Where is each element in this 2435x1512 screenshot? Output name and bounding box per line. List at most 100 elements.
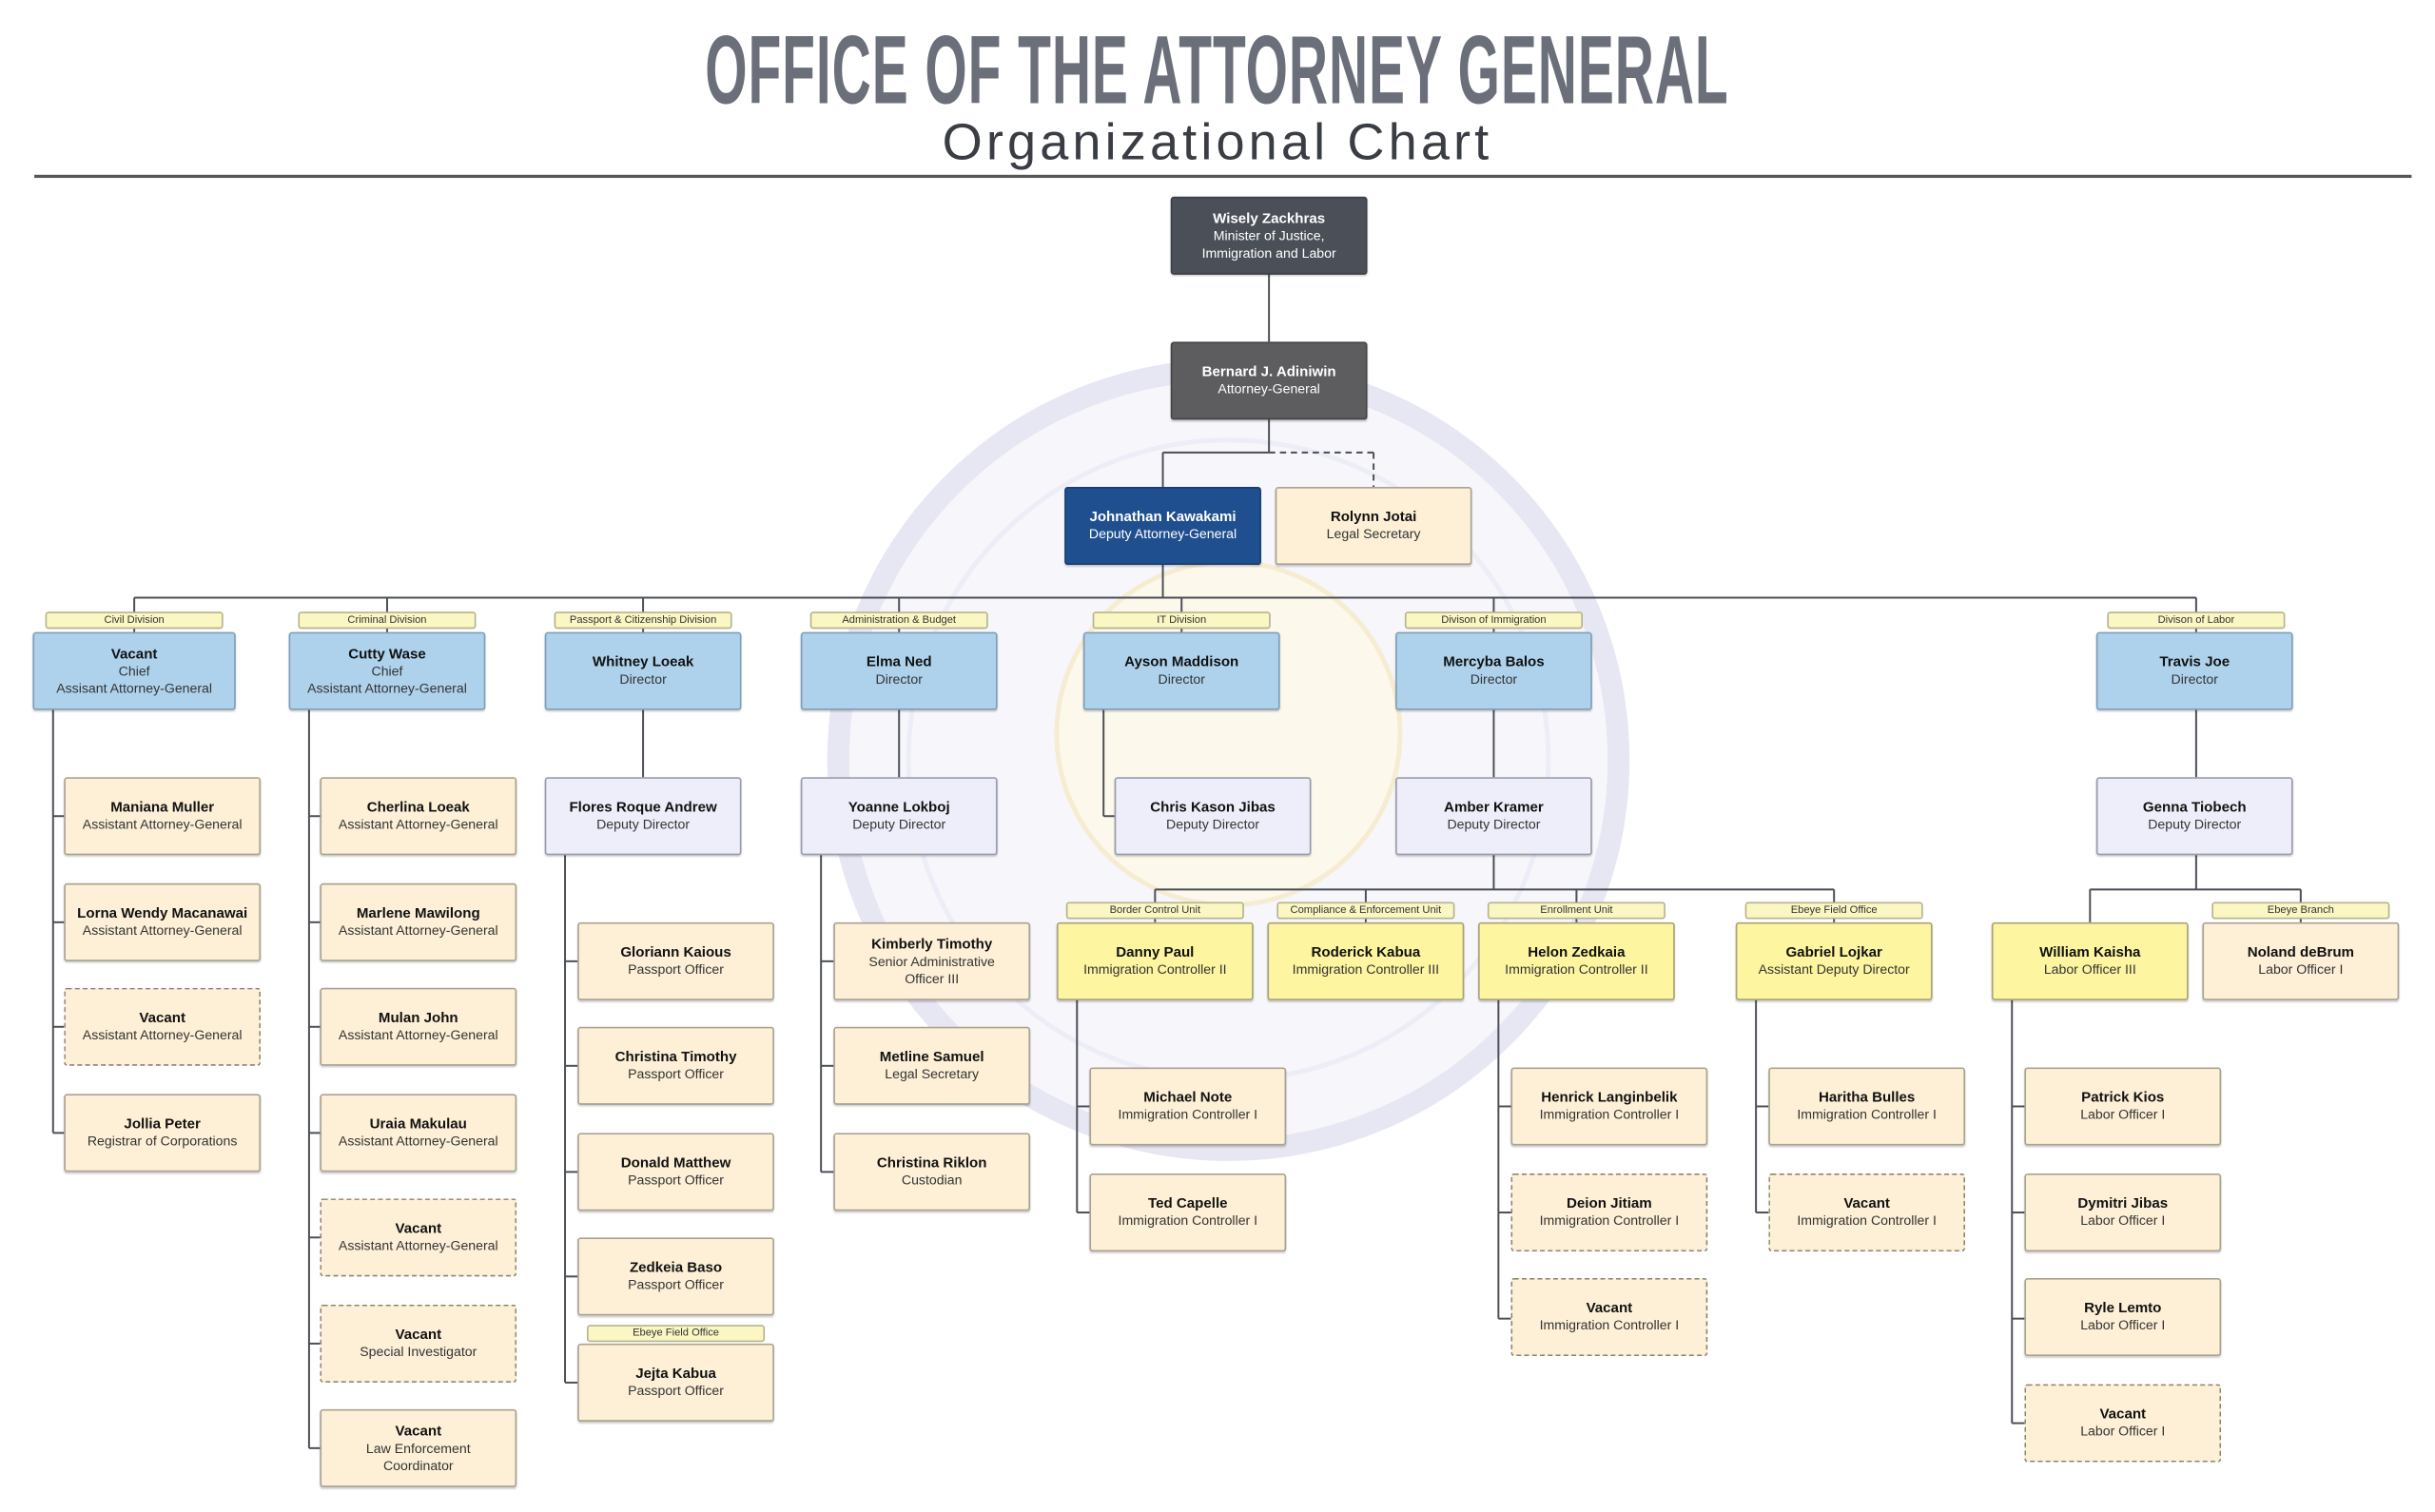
node-name: Helon Zedkaia [1528,944,1626,960]
unit-label-criminal: Criminal Division [298,611,477,630]
node-title: Assistant Attorney-General [338,816,498,833]
node-name: Wisely Zackhras [1213,210,1326,226]
node-title: Passport Officer [628,961,724,978]
node-title: Director [1470,671,1518,688]
node-title: Immigration Controller I [1118,1106,1258,1123]
node-title: Labor Officer I [2080,1212,2166,1229]
node-name: Jollia Peter [124,1115,201,1133]
header-divider [34,174,2412,178]
node-title: Assistant Attorney-General [338,1027,498,1043]
node-title: Senior Administrative Officer III [868,953,995,986]
node-title: Passport Officer [628,1276,724,1293]
node-title: Deputy Director [596,816,691,833]
node-title: Director [2171,671,2218,688]
node-name: Ryle Lemto [2084,1300,2162,1316]
unit-label-enroll: Enrollment Unit [1487,901,1666,920]
page-subtitle: Organizational Chart [942,112,1493,170]
node-title: Deputy Director [2148,816,2242,833]
node-name: Patrick Kios [2081,1089,2165,1106]
node-name: Uraia Makulau [369,1115,467,1133]
node-title: Deputy Director [1447,816,1541,833]
node-name: Vacant [395,1220,442,1237]
node-title: Assistant Attorney-General [338,1237,498,1254]
node-name: Haritha Bulles [1818,1089,1916,1106]
unit-label-civil: Civil Division [45,611,224,630]
node-name: Flores Roque Andrew [569,799,717,816]
node-name: Chris Kason Jibas [1150,799,1276,816]
node-title: Chief Assistant Attorney-General [307,663,467,696]
node-title: Immigration Controller I [1539,1317,1680,1333]
node-name: Deion Jitiam [1567,1195,1652,1212]
node-title: Deputy Attorney-General [1088,526,1237,542]
node-name: Vacant [395,1423,442,1440]
node-name: Marlene Mawilong [356,905,480,921]
node-title: Labor Officer I [2080,1424,2166,1440]
node-name: Yoanne Lokboj [847,799,950,816]
node-title: Labor Officer I [2080,1317,2166,1333]
node-title: Immigration Controller I [1539,1106,1680,1123]
node-name: Travis Joe [2159,653,2230,670]
node-title: Labor Officer I [2080,1106,2166,1123]
unit-label-it: IT Division [1092,611,1271,630]
node-name: Vacant [110,646,158,662]
node-name: Henrick Langinbelik [1541,1089,1678,1106]
node-name: Bernard J. Adiniwin [1201,363,1336,380]
node-title: Assistant Attorney-General [82,1027,243,1043]
node-name: Vacant [1843,1195,1890,1212]
node-title: Assistant Attorney-General [338,922,498,939]
